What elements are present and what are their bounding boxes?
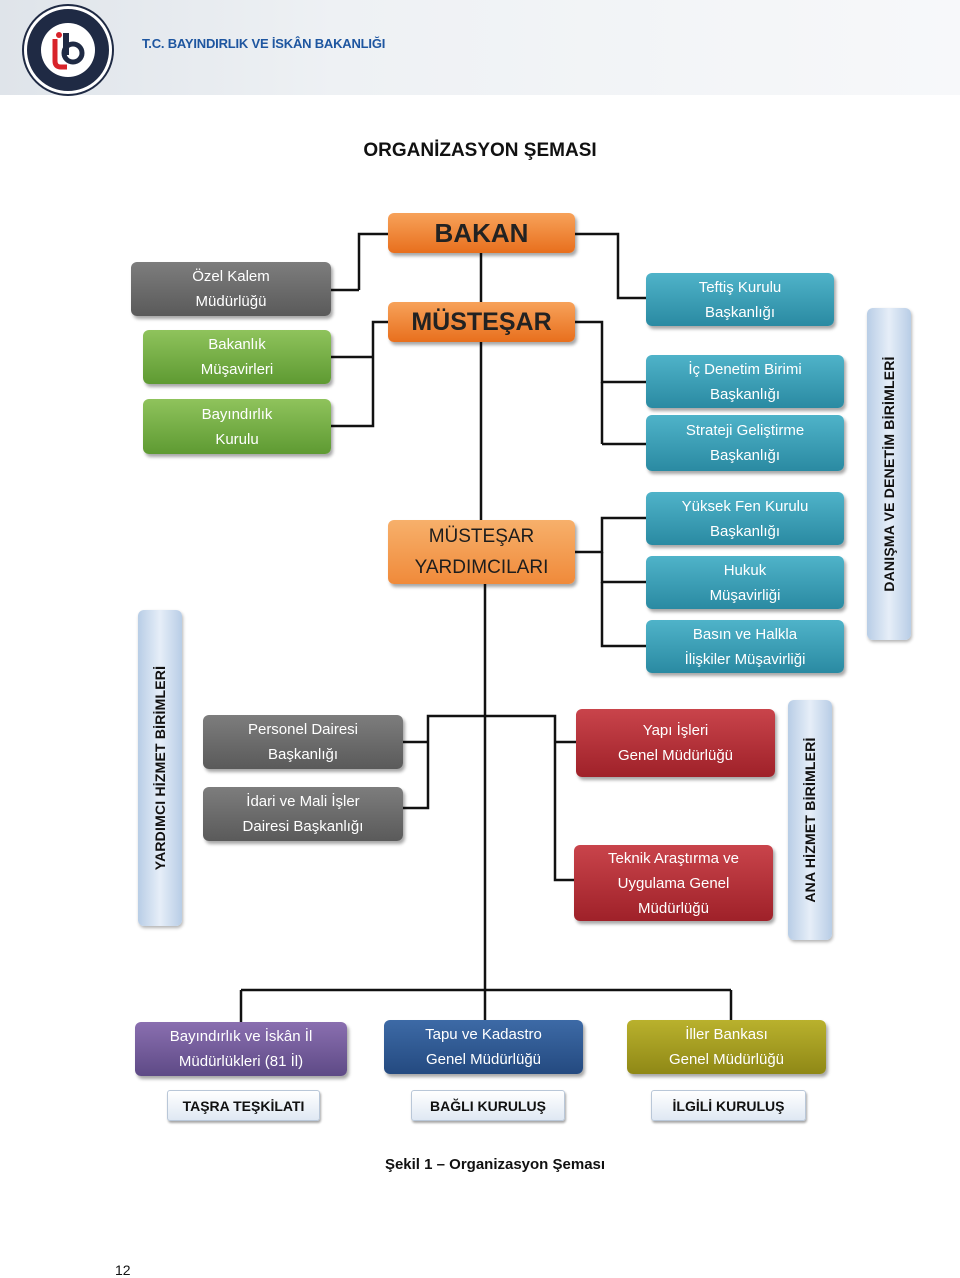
hukuk-musavirligi-box[interactable]: Hukuk Müşavirliği bbox=[646, 556, 844, 609]
tapu-kadastro-box[interactable]: Tapu ve Kadastro Genel Müdürlüğü bbox=[384, 1020, 583, 1074]
ministry-logo bbox=[24, 6, 112, 94]
bayindirlik-kurulu-box[interactable]: Bayındırlık Kurulu bbox=[143, 399, 331, 454]
page-title: ORGANİZASYON ŞEMASI bbox=[363, 140, 597, 161]
strateji-gelistirme-box[interactable]: Strateji Geliştirme Başkanlığı bbox=[646, 415, 844, 471]
logo-emblem bbox=[41, 23, 95, 77]
bakan-box[interactable]: BAKAN bbox=[388, 213, 575, 253]
danisma-denetim-label: DANIŞMA VE DENETİM BİRİMLERİ bbox=[867, 308, 911, 640]
yapi-isleri-box[interactable]: Yapı İşleri Genel Müdürlüğü bbox=[576, 709, 775, 777]
il-mudurlukleri-box[interactable]: Bayındırlık ve İskân İl Müdürlükleri (81… bbox=[135, 1022, 347, 1076]
page-header bbox=[0, 0, 960, 95]
mustesar-box[interactable]: MÜSTEŞAR bbox=[388, 302, 575, 342]
header-title: T.C. BAYINDIRLIK VE İSKÂN BAKANLIĞI bbox=[142, 36, 386, 51]
bagli-kurulus-label: BAĞLI KURULUŞ bbox=[411, 1090, 565, 1121]
basin-halkla-iliskiler-box[interactable]: Basın ve Halkla İlişkiler Müşavirliği bbox=[646, 620, 844, 673]
figure-caption: Şekil 1 – Organizasyon Şeması bbox=[384, 1156, 606, 1173]
mustesar-yardimcilari-box[interactable]: MÜSTEŞAR YARDIMCILARI bbox=[388, 520, 575, 584]
iller-bankasi-box[interactable]: İller Bankası Genel Müdürlüğü bbox=[627, 1020, 826, 1074]
ilgili-kurulus-label: İLGİLİ KURULUŞ bbox=[651, 1090, 806, 1121]
page-number: 12 bbox=[115, 1262, 131, 1278]
yuksek-fen-kurulu-box[interactable]: Yüksek Fen Kurulu Başkanlığı bbox=[646, 492, 844, 545]
teftis-kurulu-box[interactable]: Teftiş Kurulu Başkanlığı bbox=[646, 273, 834, 326]
danisma-denetim-text: DANIŞMA VE DENETİM BİRİMLERİ bbox=[881, 356, 897, 592]
ozel-kalem-box[interactable]: Özel Kalem Müdürlüğü bbox=[131, 262, 331, 316]
ic-denetim-box[interactable]: İç Denetim Birimi Başkanlığı bbox=[646, 355, 844, 408]
yardimci-hizmet-text: YARDIMCI HİZMET BİRİMLERİ bbox=[152, 665, 168, 871]
ana-hizmet-text: ANA HİZMET BİRİMLERİ bbox=[802, 737, 818, 903]
ana-hizmet-label: ANA HİZMET BİRİMLERİ bbox=[788, 700, 832, 940]
yardimci-hizmet-label: YARDIMCI HİZMET BİRİMLERİ bbox=[138, 610, 182, 926]
personel-dairesi-box[interactable]: Personel Dairesi Başkanlığı bbox=[203, 715, 403, 769]
bakanlik-musavirleri-box[interactable]: Bakanlık Müşavirleri bbox=[143, 330, 331, 384]
idari-mali-isler-box[interactable]: İdari ve Mali İşler Dairesi Başkanlığı bbox=[203, 787, 403, 841]
teknik-arastirma-box[interactable]: Teknik Araştırma ve Uygulama Genel Müdür… bbox=[574, 845, 773, 921]
tasra-teskilati-label: TAŞRA TEŞKİLATI bbox=[167, 1090, 320, 1121]
